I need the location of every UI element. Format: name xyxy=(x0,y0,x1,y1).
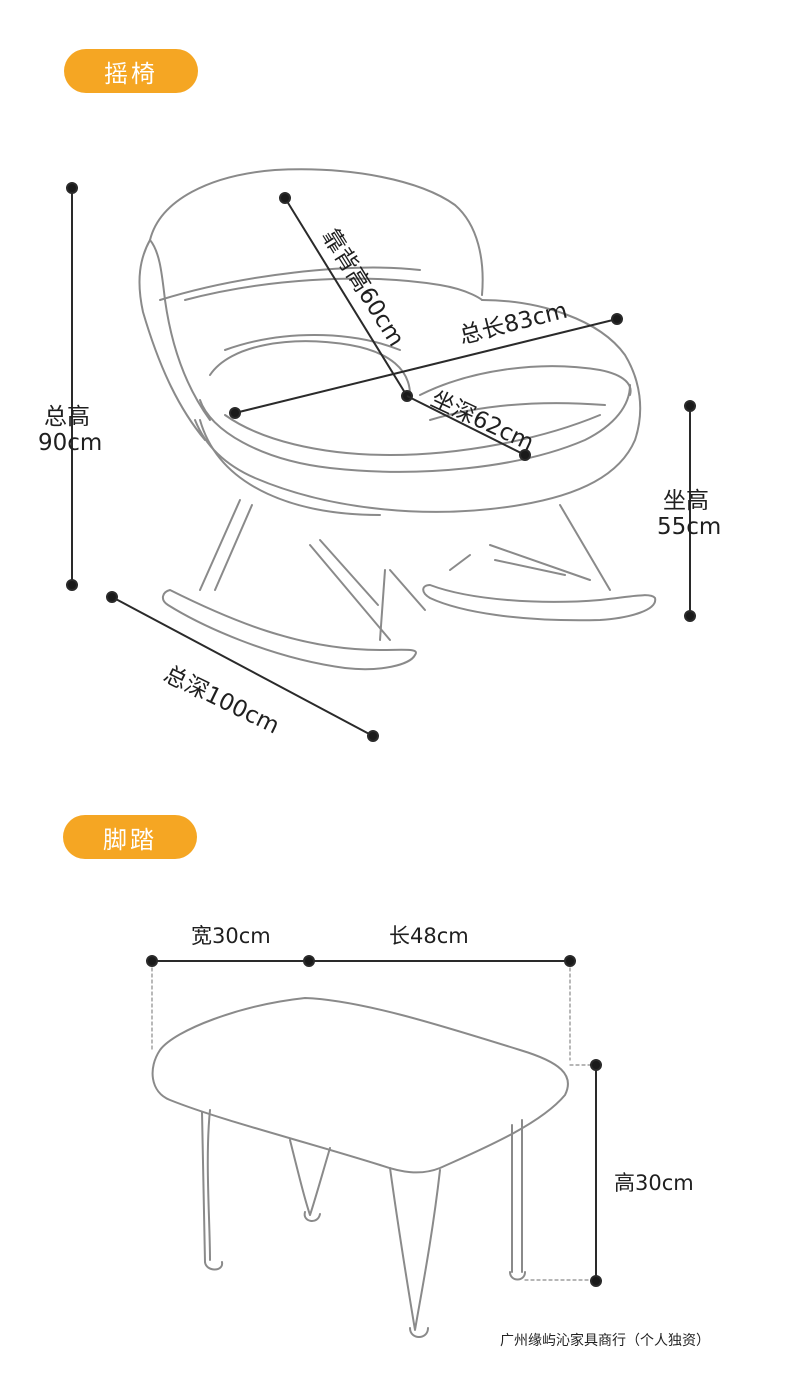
stool-width-label: 宽30cm xyxy=(191,924,271,948)
footstool-section-tag: 脚踏 xyxy=(63,815,197,859)
stool-length-label: 长48cm xyxy=(389,924,469,948)
stool-height-label: 高30cm xyxy=(614,1171,694,1195)
extension-lines xyxy=(151,961,597,1281)
company-footer: 广州缘屿沁家具商行（个人独资） xyxy=(500,1333,710,1349)
footstool-drawing xyxy=(151,997,569,1338)
rocking-chair-section-tag: 摇椅 xyxy=(64,49,198,93)
rocking-chair-title: 摇椅 xyxy=(104,59,158,88)
seat-depth-line xyxy=(406,395,526,456)
seat-height-label: 坐高 xyxy=(663,488,709,514)
rocking-chair-drawing xyxy=(138,168,657,671)
total-depth-line xyxy=(111,596,374,737)
total-length-line xyxy=(234,318,618,414)
seat-height-value: 55cm xyxy=(657,514,722,540)
footstool-title: 脚踏 xyxy=(103,825,157,854)
dimension-lines xyxy=(66,182,696,1287)
back-height-line xyxy=(284,197,408,397)
total-height-value: 90cm xyxy=(38,430,103,456)
total-height-label: 总高 xyxy=(44,404,90,430)
